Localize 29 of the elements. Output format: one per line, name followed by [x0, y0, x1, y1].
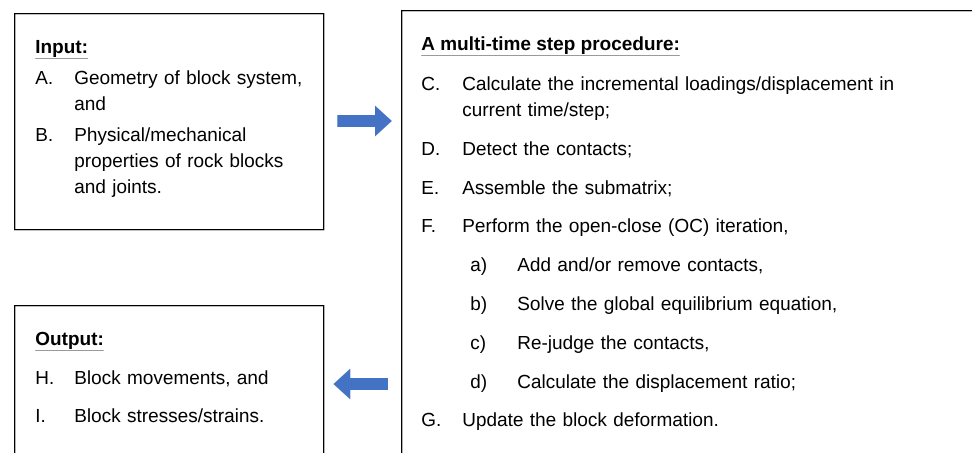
item-letter: F. — [422, 218, 434, 232]
item-text: Add and/or remove contacts, — [517, 257, 762, 274]
item-text: Calculate the displacement ratio; — [518, 374, 794, 392]
item-text: Block stresses/strains. — [76, 408, 262, 422]
item-letter: H. — [36, 370, 52, 384]
item-letter: G. — [422, 412, 440, 426]
heading: A multi-time step procedure: — [421, 36, 680, 56]
item-text: Perform the open-close (OC) iteration, — [464, 218, 787, 236]
item-text: Geometry of block system, and — [75, 70, 301, 110]
item-text: Calculate the incremental loadings/displacement in current time/step; — [463, 76, 893, 120]
item-letter: D. — [422, 142, 438, 155]
item-letter: c) — [471, 335, 485, 353]
item-text: Physical/mechanical properties of rock blocks and joints. — [75, 127, 283, 197]
item-text: Assemble the submatrix; — [462, 180, 671, 196]
item-letter: C. — [422, 76, 438, 90]
item-text: Block movements, and — [76, 370, 268, 386]
item-letter: I. — [36, 408, 44, 422]
item-text: Detect the contacts; — [464, 141, 630, 158]
item-letter: E. — [422, 180, 438, 194]
item-text: Update the block deformation. — [464, 412, 718, 430]
item-text: Re-judge the contacts, — [518, 335, 708, 353]
item-letter: d) — [471, 374, 486, 392]
item-letter: B. — [36, 128, 52, 141]
heading: Output: — [35, 332, 104, 351]
item-letter: A. — [35, 70, 52, 84]
heading: Input: — [35, 40, 88, 59]
item-letter: a) — [471, 257, 486, 275]
item-letter: b) — [471, 296, 486, 314]
item-text: Solve the global equilibrium equation, — [518, 296, 836, 314]
